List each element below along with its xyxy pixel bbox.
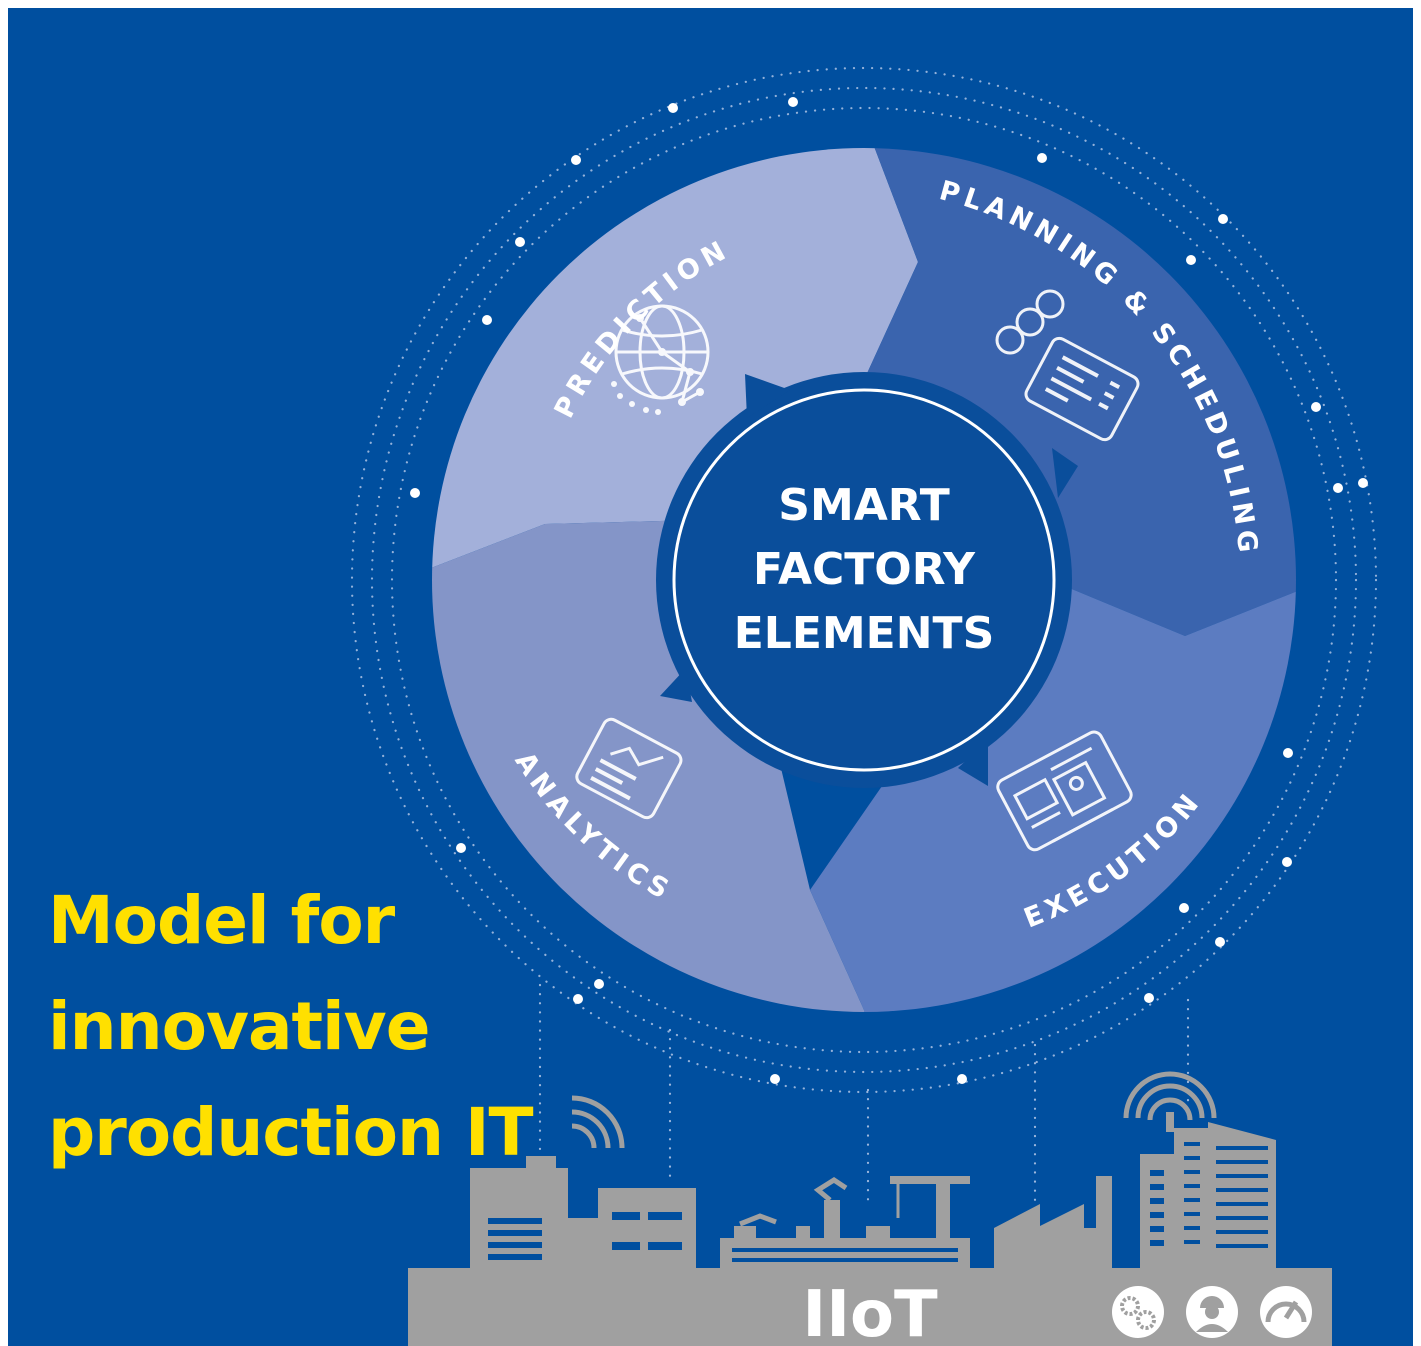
center-title-line1: SMART <box>778 480 949 531</box>
hub-center <box>672 388 1056 772</box>
headline-line1: Model for <box>48 882 395 959</box>
worker-icon[interactable] <box>1186 1286 1238 1338</box>
headline-line3: production IT <box>48 1094 534 1171</box>
cycle-arrows <box>660 374 1078 786</box>
wifi-signal-right-icon <box>1123 1071 1217 1121</box>
building-windows <box>488 1142 1268 1262</box>
orbit-dots <box>410 97 1368 1084</box>
ai-globe-icon <box>611 304 710 415</box>
gears-icon[interactable] <box>1112 1286 1164 1338</box>
headline: Model for innovative production IT <box>48 868 568 1186</box>
iiot-label: IIoT <box>802 1278 938 1346</box>
headline-line2: innovative <box>48 988 430 1065</box>
wifi-signal-left-icon <box>571 1095 625 1149</box>
orbit-rings <box>350 66 1378 1094</box>
gauge-icon[interactable] <box>1260 1286 1312 1338</box>
center-title: SMART FACTORY ELEMENTS <box>734 480 995 659</box>
monitor-worker-icon <box>996 730 1133 852</box>
city-ground <box>408 1268 1332 1346</box>
center-title-line3: ELEMENTS <box>734 608 995 659</box>
tablet-chart-icon <box>575 717 683 820</box>
center-title-line2: FACTORY <box>753 544 976 595</box>
schedule-tablet-icon <box>995 289 1140 442</box>
